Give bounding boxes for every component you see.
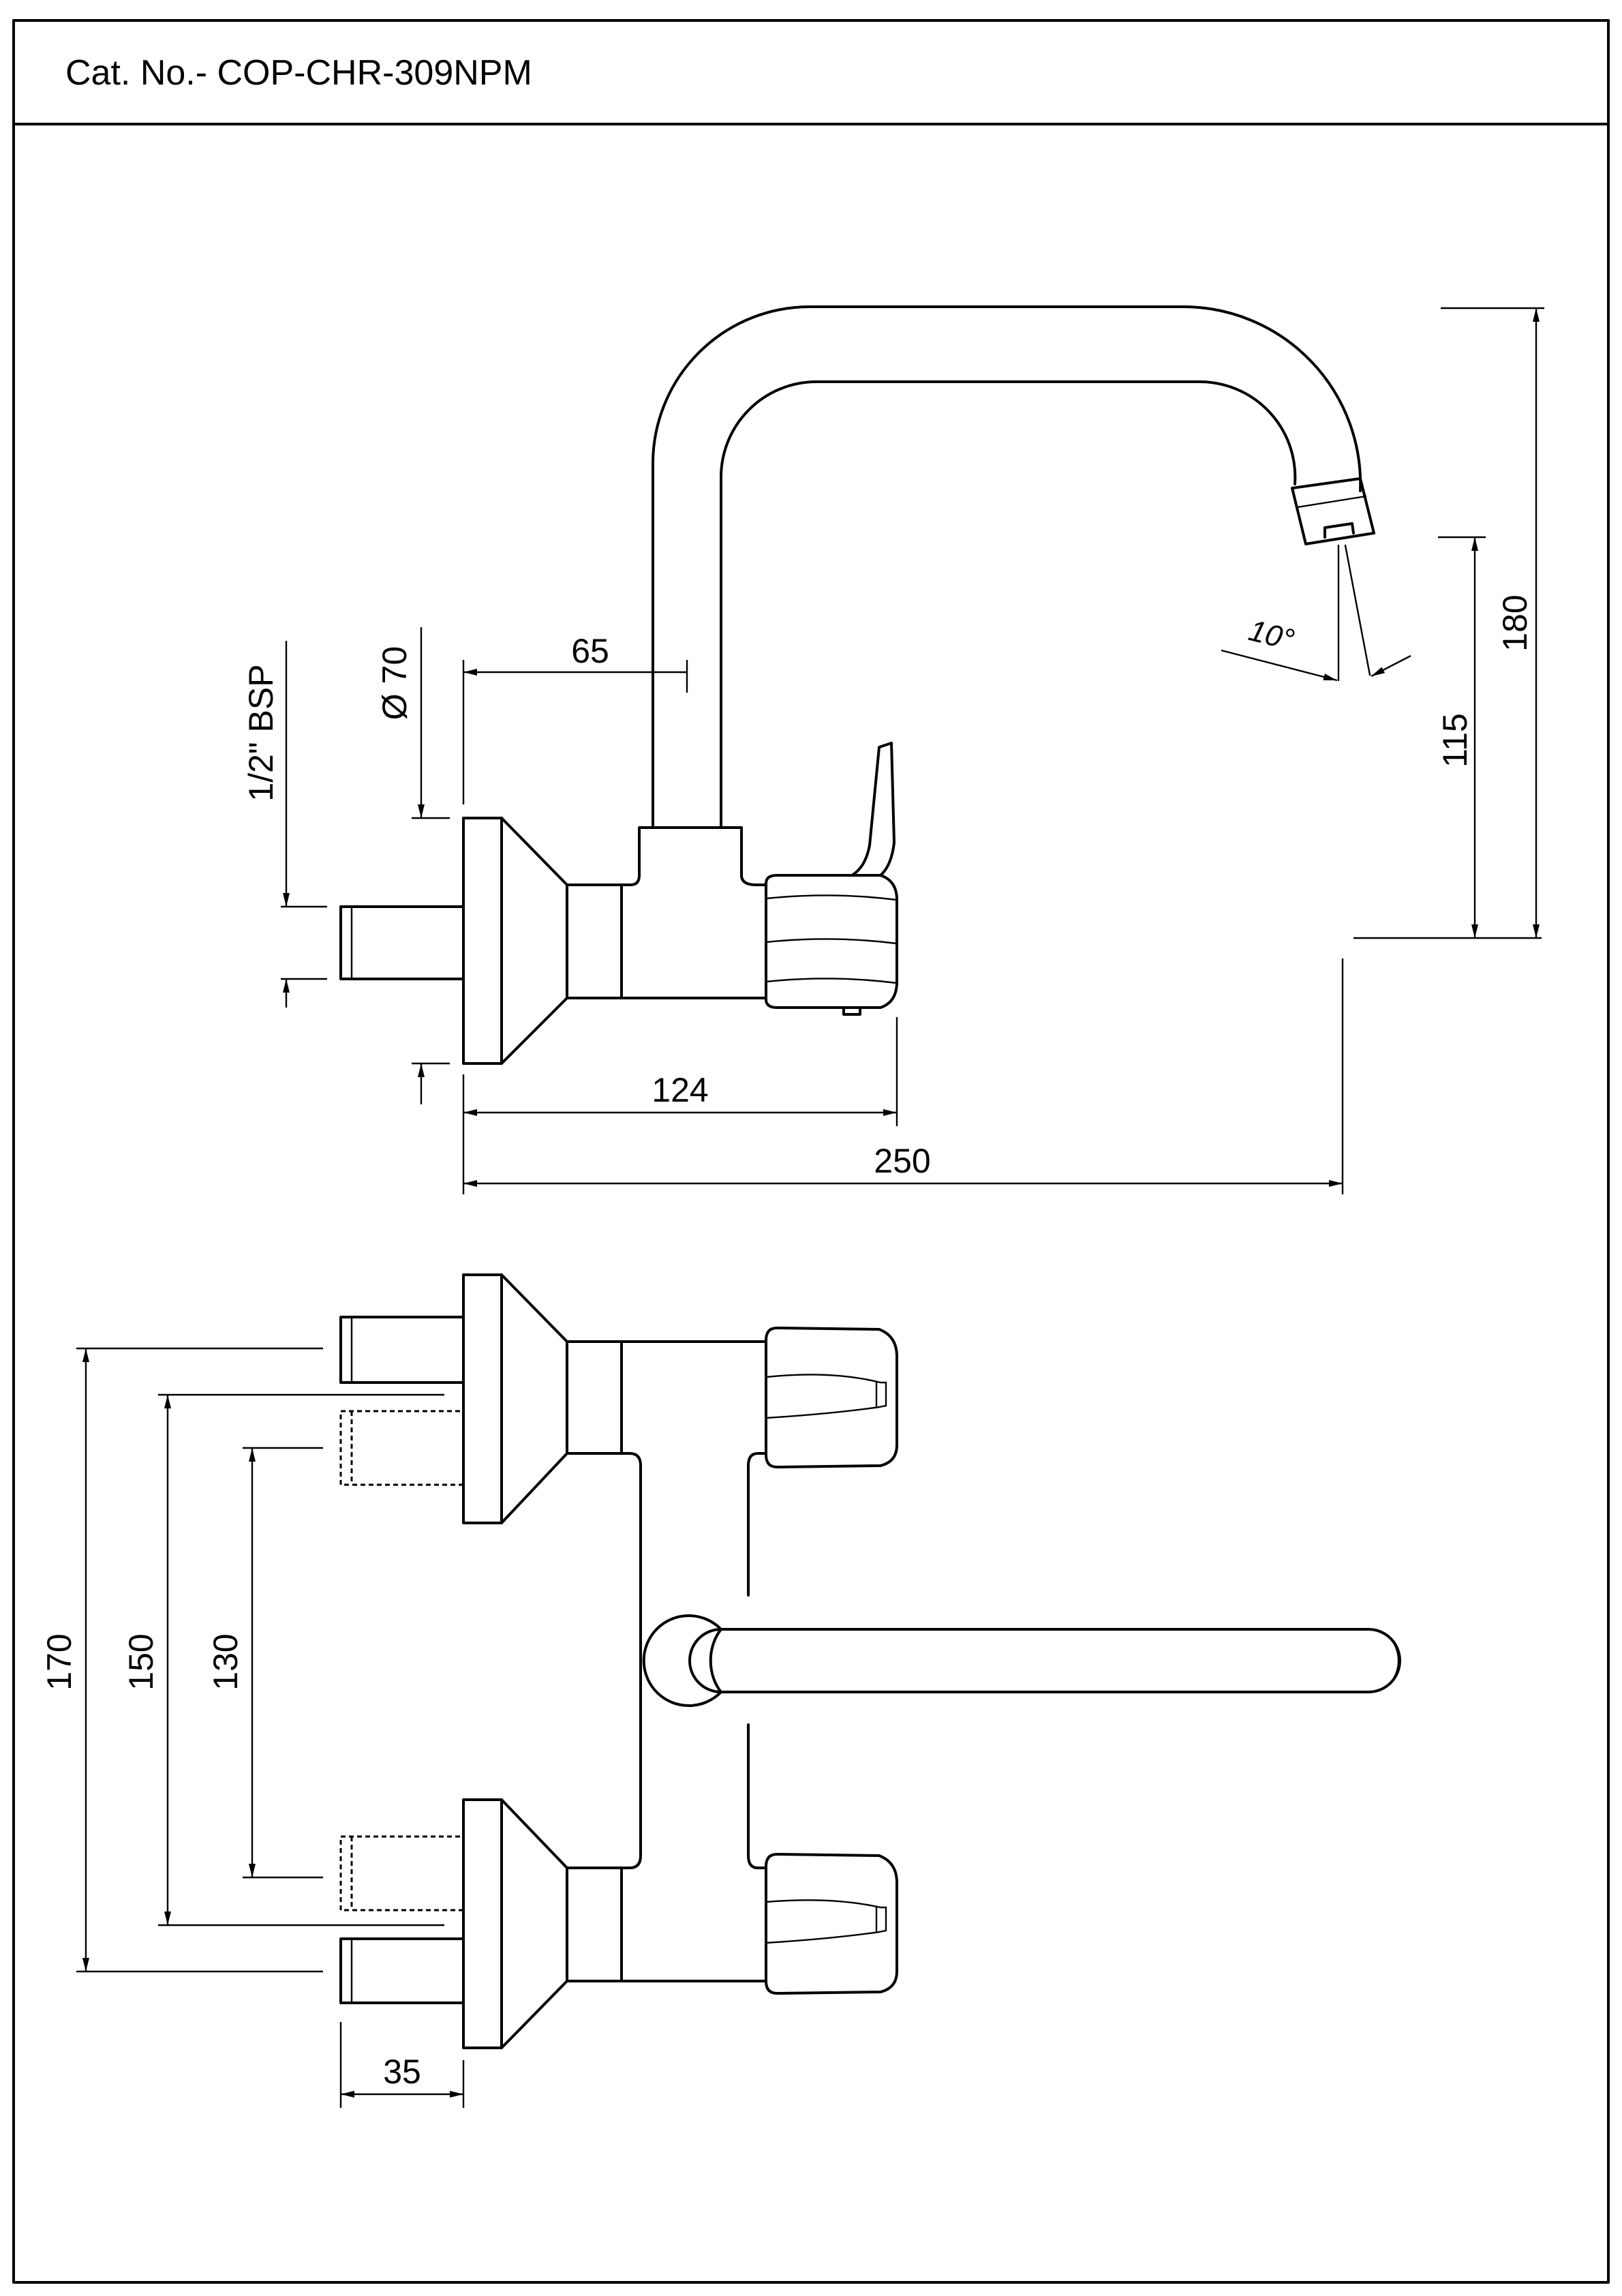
dim-spout-height-label: 180 bbox=[1496, 594, 1534, 651]
swivel-spout bbox=[652, 305, 1375, 829]
dim-flange-diameter-label: Ø 70 bbox=[376, 646, 414, 720]
side-view: 1/2" BSP Ø 70 65 10° bbox=[242, 305, 1544, 1194]
dim-body-projection: 124 bbox=[462, 1017, 898, 1194]
dim-pipe-thread-label: 1/2" BSP bbox=[242, 664, 280, 801]
knob-side bbox=[765, 874, 898, 1016]
sheet-frame bbox=[12, 19, 1610, 2284]
dim-outlet-height: 115 bbox=[1353, 536, 1542, 939]
dim-centres-max-label: 170 bbox=[40, 1633, 78, 1690]
dim-centres-max: 170 bbox=[40, 1347, 323, 1973]
dim-centres-min-label: 130 bbox=[206, 1633, 245, 1690]
spout-plan bbox=[642, 1614, 1401, 1707]
upper-inlet-assembly bbox=[339, 1273, 898, 1842]
dim-pipe-thread: 1/2" BSP bbox=[242, 641, 327, 1008]
dim-connector-length-label: 35 bbox=[383, 2053, 421, 2091]
dim-outlet-height-label: 115 bbox=[1436, 713, 1474, 768]
wall-connector-pipe bbox=[339, 905, 465, 980]
dim-spout-angle: 10° bbox=[1221, 544, 1411, 682]
dim-spout-reach-label: 250 bbox=[874, 1142, 930, 1180]
dim-connector-length: 35 bbox=[339, 2022, 465, 2108]
catalog-number: Cat. No.- COP-CHR-309NPM bbox=[65, 53, 532, 93]
dim-spout-offset-label: 65 bbox=[571, 632, 609, 670]
lever-handle bbox=[851, 742, 896, 877]
lower-inlet-assembly bbox=[339, 1723, 898, 2049]
dim-flange-diameter: Ø 70 bbox=[376, 627, 450, 1104]
dim-body-projection-label: 124 bbox=[652, 1071, 708, 1109]
wall-flange bbox=[462, 817, 568, 1065]
dim-spout-offset: 65 bbox=[462, 632, 688, 804]
dim-spout-angle-label: 10° bbox=[1245, 614, 1297, 657]
dim-centres-mid-label: 150 bbox=[122, 1633, 160, 1690]
mixer-body bbox=[566, 826, 767, 999]
dim-spout-height: 180 bbox=[1441, 307, 1544, 938]
dim-spout-reach: 250 bbox=[463, 958, 1344, 1194]
top-view: 170 150 130 35 bbox=[40, 1273, 1401, 2108]
dim-centres-mid: 150 bbox=[122, 1393, 444, 1927]
dim-centres-min: 130 bbox=[206, 1447, 323, 1879]
